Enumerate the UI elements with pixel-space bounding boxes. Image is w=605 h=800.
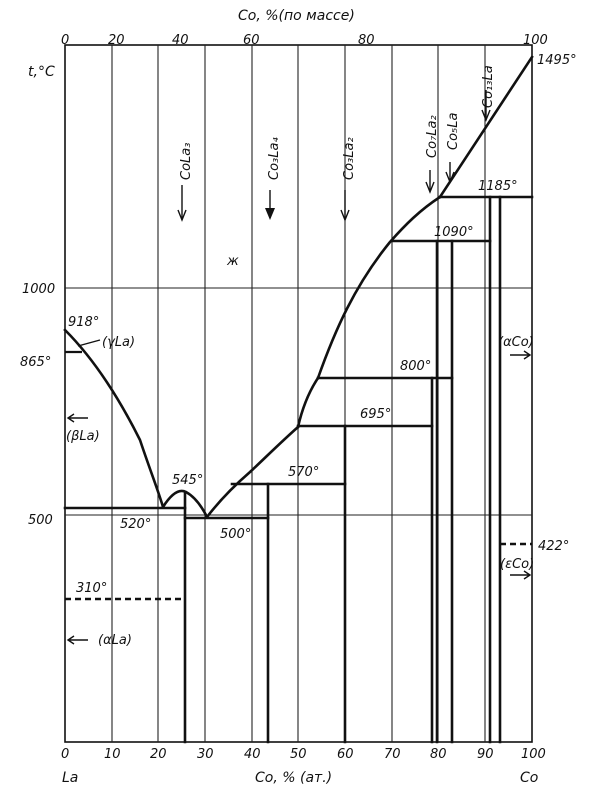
temp-800: 800° (400, 359, 431, 374)
bottom-tick-10: 10 (104, 747, 121, 762)
phase-alpha-la: (αLa) (98, 633, 132, 648)
compound-colA3: CoLa₃ (179, 143, 194, 180)
phase-gamma-la: (γLa) (102, 335, 135, 350)
bottom-tick-80: 80 (430, 747, 447, 762)
top-axis-ticks: 0 20 40 60 80 100 (61, 33, 548, 48)
top-tick-60: 60 (243, 33, 260, 48)
horizontal-gridlines (65, 287, 532, 516)
top-tick-0: 0 (61, 33, 69, 48)
compound-arrows (177, 90, 491, 222)
bottom-axis-ticks: 0 10 20 30 40 50 60 70 80 90 100 (61, 747, 546, 762)
phase-labels: ж (γLa) (βLa) (αLa) (αCo) (εCo) (66, 254, 534, 648)
top-axis-label: Co, %(по массе) (238, 8, 355, 24)
temp-865: 865° (20, 355, 51, 370)
side-arrows (66, 339, 532, 645)
bottom-tick-50: 50 (290, 747, 307, 762)
temperature-labels: 1495° 1185° 1090° 918° 865° 800° 695° 57… (20, 53, 577, 596)
compound-co13la: Co₁₃La (481, 65, 496, 108)
liquidus-upper (316, 195, 442, 380)
bottom-tick-40: 40 (244, 747, 261, 762)
compound-co3la2: Co₃La₂ (342, 137, 357, 180)
temp-500: 500° (220, 527, 251, 542)
compound-co7la2: Co₇La₂ (425, 115, 440, 158)
y-axis-label: t,°C (28, 64, 55, 80)
liquidus-co3la2 (296, 376, 320, 429)
temp-422: 422° (538, 539, 569, 554)
right-element-label: Co (520, 770, 538, 786)
temp-1495: 1495° (537, 53, 577, 68)
temp-520: 520° (120, 517, 151, 532)
temp-1090: 1090° (434, 225, 474, 240)
compound-labels: CoLa₃ Co₃La₄ Co₃La₂ Co₇La₂ Co₅La Co₁₃La (179, 65, 496, 180)
temp-1185: 1185° (478, 179, 518, 194)
bottom-tick-100: 100 (521, 747, 546, 762)
phase-alpha-co: (αCo) (498, 335, 534, 350)
bottom-tick-60: 60 (337, 747, 354, 762)
bottom-tick-0: 0 (61, 747, 69, 762)
top-tick-20: 20 (108, 33, 125, 48)
phase-beta-la: (βLa) (66, 429, 100, 444)
invariant-lines (63, 195, 534, 520)
top-tick-100: 100 (523, 33, 548, 48)
temp-545: 545° (172, 473, 203, 488)
temp-310: 310° (76, 581, 107, 596)
compound-co5la: Co₅La (446, 113, 461, 150)
liquidus-co3la4 (205, 425, 300, 519)
bottom-tick-70: 70 (384, 747, 401, 762)
temp-695: 695° (360, 407, 391, 422)
top-tick-80: 80 (358, 33, 375, 48)
vertical-gridlines (111, 45, 486, 742)
compound-lines (183, 195, 502, 744)
liquidus-co-side (438, 55, 534, 199)
top-tick-40: 40 (172, 33, 189, 48)
temp-570: 570° (288, 465, 319, 480)
left-element-label: La (62, 770, 78, 786)
liquidus-la-side (63, 328, 165, 509)
bottom-tick-90: 90 (477, 747, 494, 762)
bottom-axis-label: Co, % (ат.) (255, 770, 332, 786)
compound-co3la4: Co₃La₄ (267, 137, 282, 180)
y-tick-1000: 1000 (22, 282, 55, 297)
y-tick-500: 500 (28, 513, 53, 528)
temp-918: 918° (68, 315, 99, 330)
phase-eps-co: (εCo) (500, 557, 534, 572)
phase-liquid: ж (226, 254, 239, 269)
bottom-tick-30: 30 (197, 747, 214, 762)
bottom-tick-20: 20 (150, 747, 167, 762)
